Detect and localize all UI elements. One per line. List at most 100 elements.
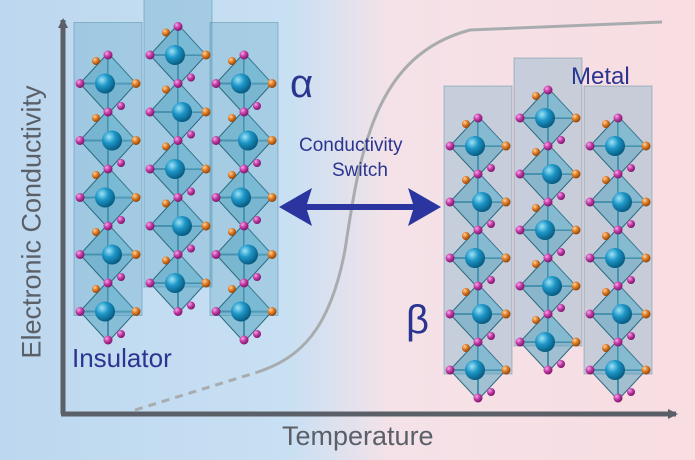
- oxygen-atom: [145, 278, 155, 288]
- switch-label-line2: Switch: [332, 160, 388, 181]
- oxygen-atom: [117, 159, 125, 167]
- oxygen-atom: [201, 221, 211, 231]
- octahedron-face: [244, 281, 272, 312]
- oxygen-atom: [473, 281, 483, 291]
- oxygen-atom: [201, 278, 211, 288]
- oxygen-atom: [253, 216, 261, 224]
- arrow-left-head: [279, 188, 312, 226]
- oxygen-atom: [239, 164, 249, 174]
- oxygen-atom: [543, 85, 553, 95]
- metal-atom: [542, 276, 562, 296]
- curve-dashed: [134, 370, 259, 412]
- metal-atom: [535, 332, 555, 352]
- oxygen-atom: [557, 248, 565, 256]
- oxygen-atom: [173, 79, 183, 88]
- oxygen-atom: [75, 136, 85, 145]
- oxygen-atom: [543, 197, 553, 207]
- oxygen-atom: [117, 102, 125, 110]
- oxygen-atom: [532, 92, 540, 100]
- oxygen-atom: [239, 50, 249, 60]
- oxygen-atom: [162, 28, 170, 37]
- oxygen-atom: [627, 388, 635, 396]
- oxygen-atom: [613, 113, 623, 123]
- oxygen-atom: [641, 365, 651, 375]
- metal-atom: [165, 273, 185, 293]
- metal-atom: [612, 192, 632, 212]
- oxygen-atom: [641, 141, 651, 151]
- metal-atom: [605, 248, 625, 268]
- oxygen-atom: [187, 301, 195, 310]
- oxygen-atom: [473, 113, 483, 123]
- metal-atom: [612, 304, 632, 324]
- oxygen-atom: [162, 85, 170, 94]
- oxygen-atom: [515, 337, 525, 347]
- oxygen-atom: [602, 344, 610, 352]
- oxygen-atom: [75, 193, 85, 202]
- beta-symbol: β: [406, 298, 430, 342]
- oxygen-atom: [641, 197, 651, 207]
- octahedron-face: [478, 340, 506, 370]
- oxygen-atom: [228, 114, 236, 122]
- octahedron-face: [618, 340, 646, 370]
- oxygen-atom: [641, 253, 651, 263]
- oxygen-atom: [501, 253, 511, 263]
- oxygen-atom: [445, 365, 455, 375]
- oxygen-atom: [187, 130, 195, 139]
- switch-arrow: [279, 188, 441, 226]
- oxygen-atom: [75, 307, 85, 316]
- oxygen-atom: [487, 220, 495, 228]
- oxygen-atom: [211, 79, 221, 88]
- oxygen-atom: [445, 141, 455, 151]
- metal-atom: [95, 73, 115, 94]
- oxygen-atom: [585, 365, 595, 375]
- oxygen-atom: [641, 309, 651, 319]
- oxygen-atom: [162, 256, 170, 265]
- metal-atom: [231, 301, 251, 322]
- oxygen-atom: [532, 316, 540, 324]
- oxygen-atom: [627, 164, 635, 172]
- metal-atom: [238, 244, 258, 265]
- oxygen-atom: [543, 141, 553, 151]
- oxygen-atom: [211, 250, 221, 259]
- metal-atom: [535, 108, 555, 128]
- oxygen-atom: [613, 169, 623, 179]
- oxygen-atom: [602, 120, 610, 128]
- oxygen-atom: [117, 216, 125, 224]
- oxygen-atom: [187, 187, 195, 196]
- oxygen-atom: [267, 307, 277, 316]
- octahedron-face: [178, 138, 206, 169]
- oxygen-atom: [557, 360, 565, 368]
- oxygen-atom: [75, 250, 85, 259]
- oxygen-atom: [571, 169, 581, 179]
- oxygen-atom: [627, 220, 635, 228]
- metal-atom: [465, 136, 485, 156]
- octahedron-face: [548, 200, 576, 230]
- oxygen-atom: [131, 250, 141, 259]
- oxygen-atom: [173, 250, 183, 259]
- metal-atom: [605, 360, 625, 380]
- oxygen-atom: [103, 107, 113, 117]
- octahedron-face: [618, 116, 646, 146]
- oxygen-atom: [627, 332, 635, 340]
- metal-atom: [535, 220, 555, 240]
- metal-atom: [472, 304, 492, 324]
- oxygen-atom: [131, 136, 141, 145]
- metal-atom: [172, 102, 192, 122]
- oxygen-atom: [131, 193, 141, 202]
- metal-atom: [542, 164, 562, 184]
- oxygen-atom: [473, 393, 483, 403]
- oxygen-atom: [557, 304, 565, 312]
- oxygen-atom: [515, 225, 525, 235]
- oxygen-atom: [571, 337, 581, 347]
- metal-atom: [95, 187, 115, 208]
- oxygen-atom: [515, 169, 525, 179]
- metal-atom: [102, 130, 122, 151]
- oxygen-atom: [571, 281, 581, 291]
- oxygen-atom: [201, 50, 211, 60]
- oxygen-atom: [445, 309, 455, 319]
- oxygen-atom: [75, 79, 85, 88]
- octahedron-face: [108, 281, 136, 312]
- oxygen-atom: [92, 114, 100, 122]
- octahedron-face: [178, 252, 206, 283]
